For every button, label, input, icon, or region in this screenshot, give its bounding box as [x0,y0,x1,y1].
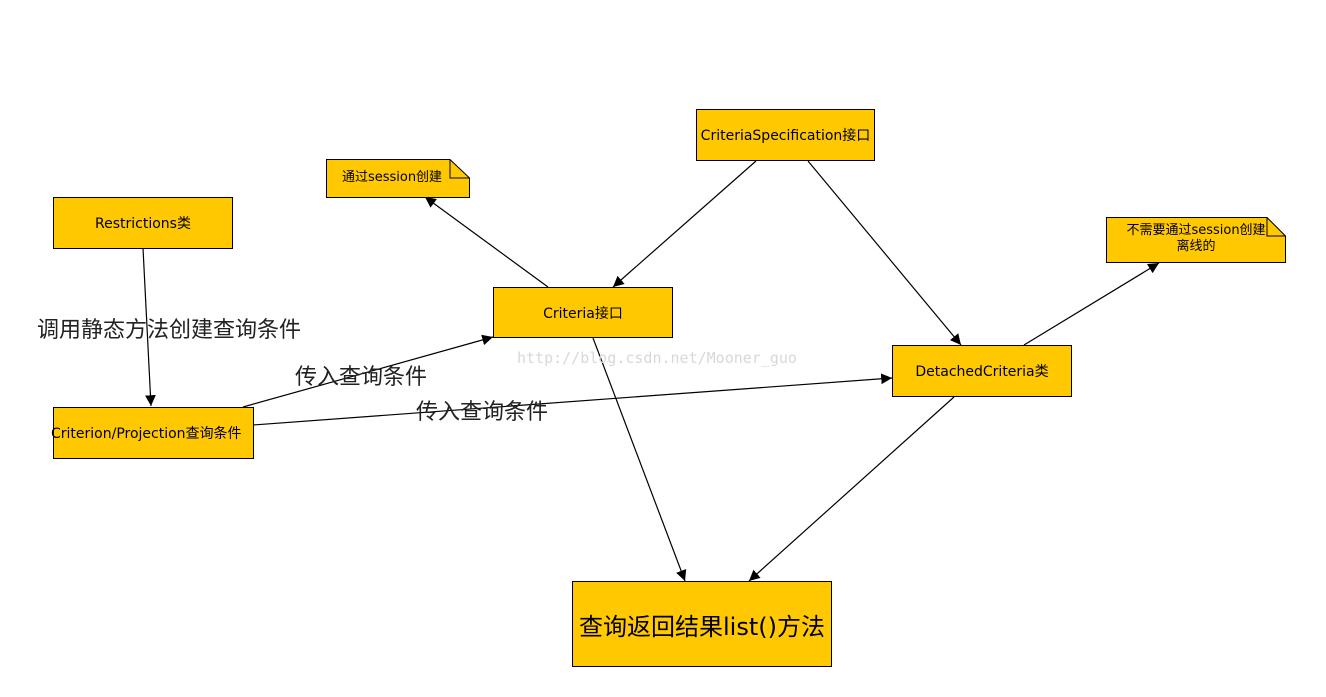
note-detached-line2: 离线的 [1176,239,1216,254]
edge-criterion-to-criteria [242,334,494,408]
edge-spec-to-detached [807,160,962,346]
node-result-label: 查询返回结果list()方法 [579,612,825,641]
node-detached-criteria[interactable]: DetachedCriteria类 [892,345,1072,397]
note-detached-line1: 不需要通过session创建 [1126,223,1266,238]
note-session-shape [326,159,470,198]
node-criteria[interactable]: Criteria接口 [493,287,673,338]
node-restrictions-label: Restrictions类 [95,216,191,232]
edge-criteria-to-result [592,337,687,582]
note-detached-shape [1106,217,1286,263]
edge-criterion-to-detached [252,373,893,426]
edge-criteria-to-session-note [424,196,549,288]
node-criteria-specification[interactable]: CriteriaSpecification接口 [696,109,875,161]
node-query-result[interactable]: 查询返回结果list()方法 [572,581,832,667]
note-session-text: 通过session创建 [341,170,443,185]
note-session: 通过session创建 [326,159,470,198]
node-criterion-projection[interactable]: Criterion/Projection查询条件 [51,407,254,459]
edge-label-pass-to-detached: 传入查询条件 [416,400,549,425]
edge-restrictions-to-criterion [142,247,156,407]
edge-label-pass-to-criteria: 传入查询条件 [295,365,428,390]
node-criteria-label: Criteria接口 [543,305,623,322]
edge-detached-to-result [748,396,955,582]
node-restrictions[interactable]: Restrictions类 [53,197,233,249]
edge-spec-to-criteria [612,160,757,288]
edge-label-static-call: 调用静态方法创建查询条件 [37,318,302,343]
note-detached: 不需要通过session创建 离线的 [1106,217,1286,263]
edge-detached-to-note [1023,262,1160,346]
node-criteria-spec-label: CriteriaSpecification接口 [700,128,871,144]
node-criterion-label: Criterion/Projection查询条件 [51,426,242,442]
watermark: http://blog.csdn.net/Mooner_guo [517,349,797,367]
node-detached-label: DetachedCriteria类 [915,364,1049,380]
